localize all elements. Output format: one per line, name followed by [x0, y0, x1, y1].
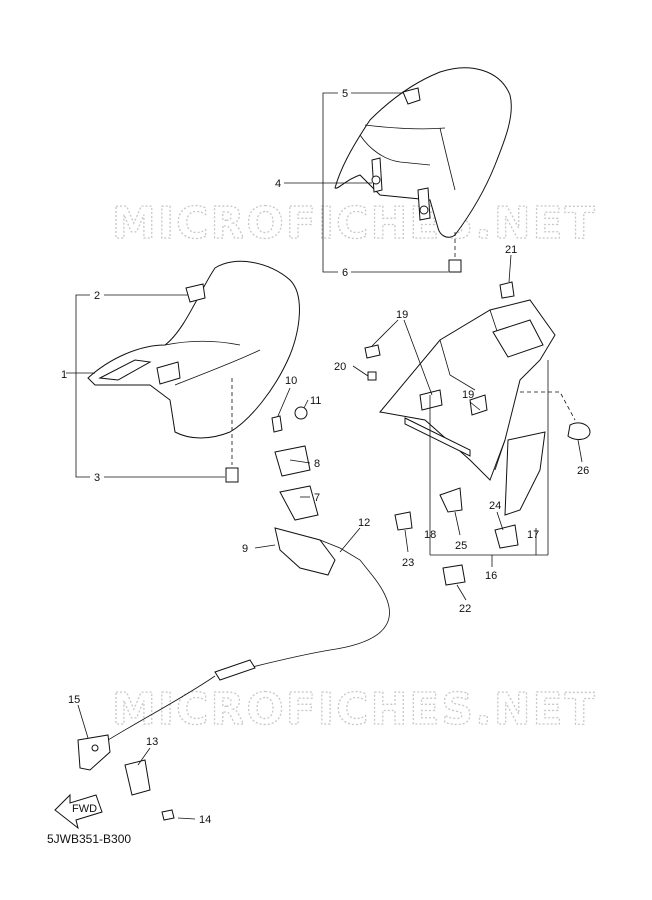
callout-21: 21	[505, 244, 517, 256]
callout-11: 11	[310, 395, 321, 407]
callout-2: 2	[94, 290, 100, 302]
fwd-label: FWD	[72, 803, 97, 815]
callout-7: 7	[314, 492, 320, 504]
watermark-bottom: MICROFICHES.NET	[112, 684, 597, 735]
lower-seat	[87, 260, 300, 483]
seat-rail	[364, 281, 591, 586]
callout-17: 17	[527, 529, 539, 541]
callout-23: 23	[402, 557, 414, 569]
callout-15: 15	[68, 694, 80, 706]
callout-5: 5	[342, 88, 348, 100]
callout-18: 18	[424, 529, 436, 541]
fwd-arrow-icon: FWD	[54, 793, 103, 830]
diagram-code: 5JWB351-B300	[47, 832, 131, 846]
callout-1: 1	[61, 369, 67, 381]
callout-24: 24	[489, 500, 501, 512]
callout-26: 26	[577, 465, 589, 477]
callout-8: 8	[314, 458, 320, 470]
callout-13: 13	[146, 736, 158, 748]
watermark-top: MICROFICHES.NET	[112, 198, 597, 249]
callout-12: 12	[358, 517, 370, 529]
callout-14: 14	[199, 814, 211, 826]
callout-10: 10	[285, 375, 297, 387]
callout-22: 22	[459, 603, 471, 615]
callout-16: 16	[485, 570, 497, 582]
callout-9: 9	[242, 543, 248, 555]
callout-6: 6	[342, 267, 348, 279]
callout-25: 25	[455, 540, 467, 552]
upper-seat	[334, 67, 512, 273]
callout-19b: 19	[462, 389, 474, 401]
callout-19a: 19	[396, 309, 408, 321]
lock-parts	[99, 406, 390, 746]
callout-3: 3	[94, 472, 100, 484]
latch-parts	[77, 734, 175, 821]
callout-20: 20	[334, 361, 346, 373]
callout-4: 4	[275, 178, 281, 190]
